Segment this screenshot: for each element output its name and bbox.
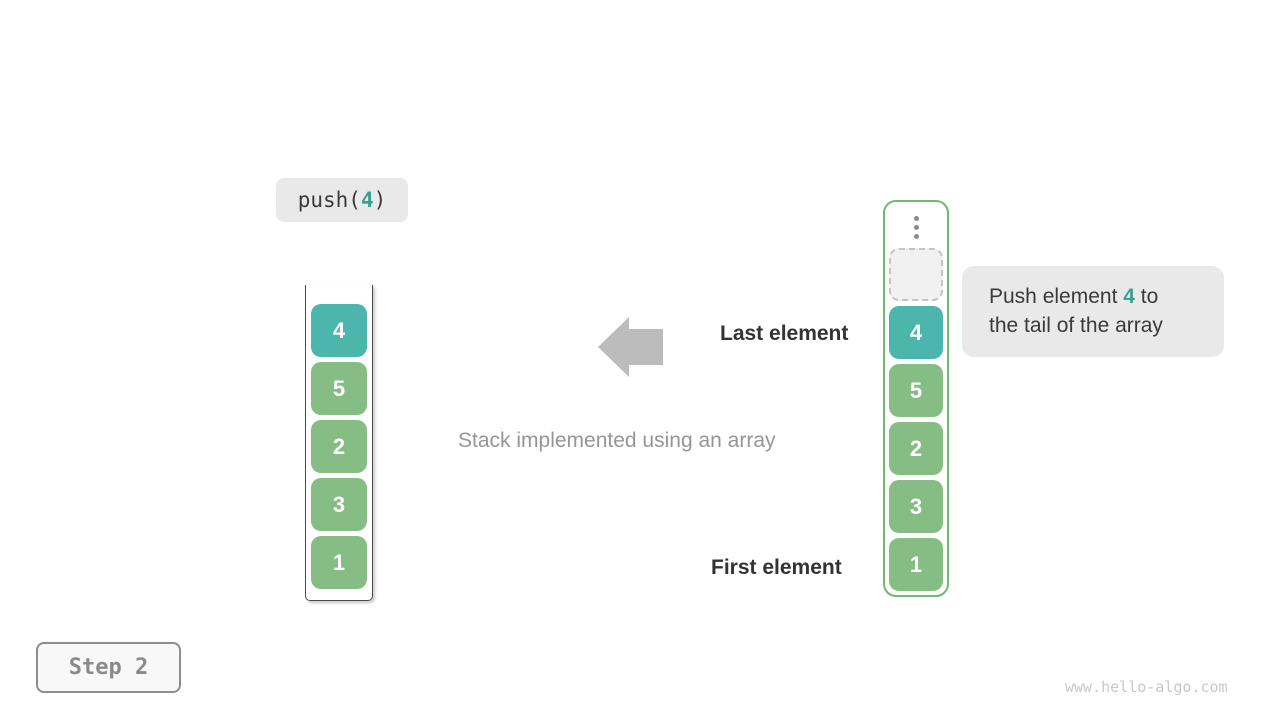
operation-prefix: push( (297, 188, 361, 212)
operation-argument: 4 (360, 188, 374, 212)
tooltip-line-2: the tail of the array (989, 314, 1163, 337)
step-indicator: Step 2 (36, 642, 181, 693)
stack-item-4: 4 (889, 306, 943, 359)
operation-label: push(4) (276, 178, 408, 222)
step-label: Step 2 (68, 655, 149, 680)
operation-suffix: ) (373, 188, 387, 212)
stack-item-1: 1 (311, 536, 367, 589)
left-arrow-icon (598, 317, 663, 378)
stack-item-3: 3 (889, 480, 943, 533)
push-tooltip: Push element 4 to the tail of the array (962, 266, 1224, 357)
stack-item-2: 2 (889, 422, 943, 475)
first-element-label: First element (711, 556, 842, 579)
last-element-label: Last element (720, 322, 849, 345)
stack-item-1: 1 (889, 538, 943, 591)
stack-item-2: 2 (311, 420, 367, 473)
vertical-ellipsis-icon (913, 212, 919, 243)
tooltip-line-1: Push element 4 to (989, 285, 1159, 308)
stack-item-4: 4 (311, 304, 367, 357)
watermark: www.hello-algo.com (1065, 678, 1228, 696)
stack-item-3: 3 (311, 478, 367, 531)
stack-item-5: 5 (311, 362, 367, 415)
stack-item-5: 5 (889, 364, 943, 417)
tooltip-value: 4 (1123, 285, 1135, 308)
empty-array-slot (889, 248, 943, 301)
diagram-caption: Stack implemented using an array (458, 429, 776, 452)
